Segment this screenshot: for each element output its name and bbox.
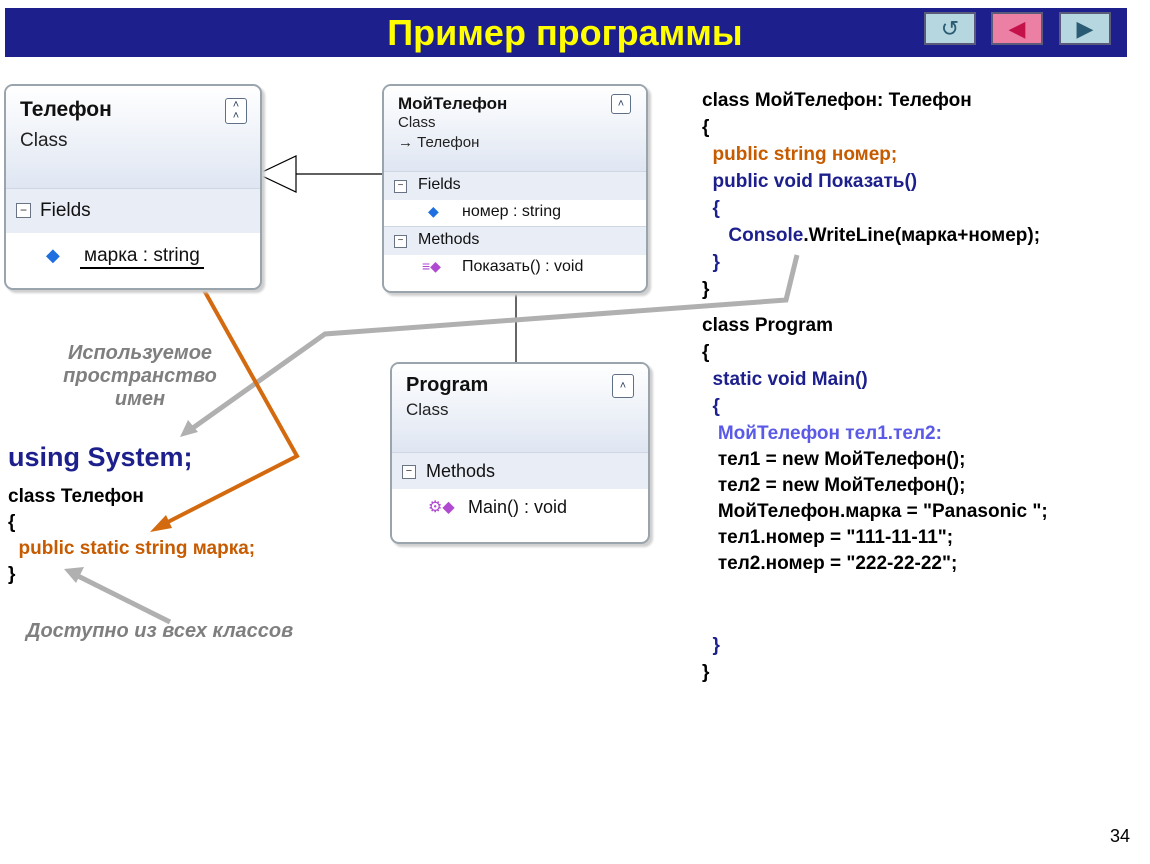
code-line: class Program: [702, 315, 833, 336]
methods-label: Methods: [426, 461, 496, 481]
code-line: тел1.номер = "111-11-11";: [702, 527, 954, 548]
fields-section-header[interactable]: − Fields: [6, 188, 260, 233]
field-arrowhead: [150, 515, 172, 532]
class-header: МойТелефон Class → Телефон ˄: [384, 86, 646, 171]
method-static-icon: ⚙◆: [428, 499, 455, 516]
class-type: Class: [406, 400, 449, 419]
access-arrow-line: [76, 573, 172, 625]
next-slide-button[interactable]: ▶: [1059, 12, 1111, 45]
collapse-button[interactable]: ˄: [611, 94, 631, 114]
code-fragment: Console: [702, 225, 804, 246]
collapse-minus-icon: −: [394, 235, 407, 248]
page-number: 34: [1110, 826, 1131, 846]
field-text: номер : string: [462, 203, 561, 220]
collapse-minus-icon: −: [16, 203, 31, 218]
class-name: МойТелефон: [398, 94, 508, 113]
double-chevron-up-icon: ˄˄: [232, 99, 240, 122]
code-line: }: [8, 564, 16, 585]
code-line: public void Показать(): [702, 171, 918, 193]
method-text: Показать() : void: [462, 258, 584, 275]
note-line: Используемое: [67, 342, 213, 364]
method-row: ⚙◆ Main() : void: [392, 489, 648, 539]
field-row: ◆ марка : string: [6, 233, 260, 288]
triangle-left-icon: ◀: [1008, 15, 1026, 41]
namespace-note: Используемое пространство имен: [40, 342, 240, 411]
note-line: пространство: [63, 365, 217, 387]
access-note: Доступно из всех классов: [26, 620, 294, 642]
double-chevron-up-icon: ˄: [619, 379, 627, 392]
code-line: тел1 = new МойТелефон();: [702, 449, 966, 470]
code-line: }: [702, 279, 710, 300]
code-line: {: [702, 198, 720, 219]
class-box-program[interactable]: Program Class ˄ − Methods ⚙◆ Main() : vo…: [390, 362, 650, 544]
class-box-moytelefon[interactable]: МойТелефон Class → Телефон ˄ − Fields ◆ …: [382, 84, 648, 293]
inherits-arrow-icon: →: [398, 134, 413, 151]
code-line: Console.WriteLine(марка+номер);: [702, 225, 1040, 247]
code-line: {: [702, 342, 710, 363]
triangle-right-icon: ▶: [1076, 15, 1094, 41]
code-line: }: [702, 252, 720, 273]
code-line: class МойТелефон: Телефон: [702, 90, 972, 111]
methods-label: Methods: [418, 231, 480, 248]
methods-section-header[interactable]: − Methods: [392, 452, 648, 489]
note-line: имен: [114, 388, 166, 410]
fields-label: Fields: [418, 176, 461, 193]
field-arrow-line: [161, 282, 300, 527]
field-diamond-icon: ◆: [46, 245, 60, 265]
method-text: Main() : void: [468, 497, 568, 517]
class-type: Class: [398, 114, 436, 131]
code-fragment: .WriteLine(марка+номер);: [803, 225, 1041, 246]
methods-section-header[interactable]: − Methods: [384, 226, 646, 255]
fields-label: Fields: [40, 200, 91, 221]
code-line: }: [702, 635, 720, 656]
inheritance-arrowhead: [256, 155, 297, 193]
access-arrowhead: [64, 567, 84, 583]
collapse-button[interactable]: ˄: [612, 374, 634, 398]
fields-section-header[interactable]: − Fields: [384, 171, 646, 200]
class-box-telefon[interactable]: Телефон Class ˄˄ − Fields ◆ марка : stri…: [4, 84, 262, 290]
class-type: Class: [20, 130, 68, 151]
using-statement: using System;: [8, 442, 193, 472]
class-header: Program Class ˄: [392, 364, 648, 452]
code-line: МойТелефон.марка = "Panasonic ";: [702, 501, 1048, 522]
field-text: марка : string: [80, 245, 204, 269]
code-line: public string номер;: [702, 144, 898, 165]
code-line: static void Main(): [702, 369, 868, 390]
code-line: public static string марка;: [8, 538, 256, 559]
return-button[interactable]: ↺: [924, 12, 976, 45]
class-name: Program: [406, 374, 489, 396]
collapse-minus-icon: −: [394, 180, 407, 193]
code-line: {: [702, 117, 710, 138]
class-header: Телефон Class ˄˄: [6, 86, 260, 188]
method-cube-icon: ≡◆: [422, 258, 441, 274]
code-line: }: [702, 662, 710, 683]
code-fragment: public void: [702, 171, 819, 192]
field-diamond-icon: ◆: [428, 203, 439, 219]
double-chevron-up-icon: ˄: [617, 97, 625, 110]
code-fragment: Показать(): [818, 171, 918, 192]
code-line: {: [8, 512, 16, 533]
collapse-minus-icon: −: [402, 465, 416, 479]
class-name: Телефон: [20, 98, 112, 121]
code-line: class Телефон: [8, 486, 144, 507]
code-line: тел2.номер = "222-22-22";: [702, 553, 958, 574]
slide-title: Пример программы: [387, 12, 743, 53]
collapse-button[interactable]: ˄˄: [225, 98, 247, 124]
namespace-arrowhead: [180, 420, 198, 437]
code-line: {: [702, 396, 720, 417]
previous-slide-button[interactable]: ◀: [991, 12, 1043, 45]
code-line: тел2 = new МойТелефон();: [702, 475, 966, 496]
method-row: ≡◆ Показать() : void: [384, 255, 646, 283]
field-row: ◆ номер : string: [384, 200, 646, 226]
inherits-text: Телефон: [417, 134, 480, 151]
inherits-row: → Телефон: [398, 134, 479, 151]
code-line: МойТелефон тел1.тел2:: [702, 423, 942, 444]
return-arrow-icon: ↺: [940, 15, 960, 41]
